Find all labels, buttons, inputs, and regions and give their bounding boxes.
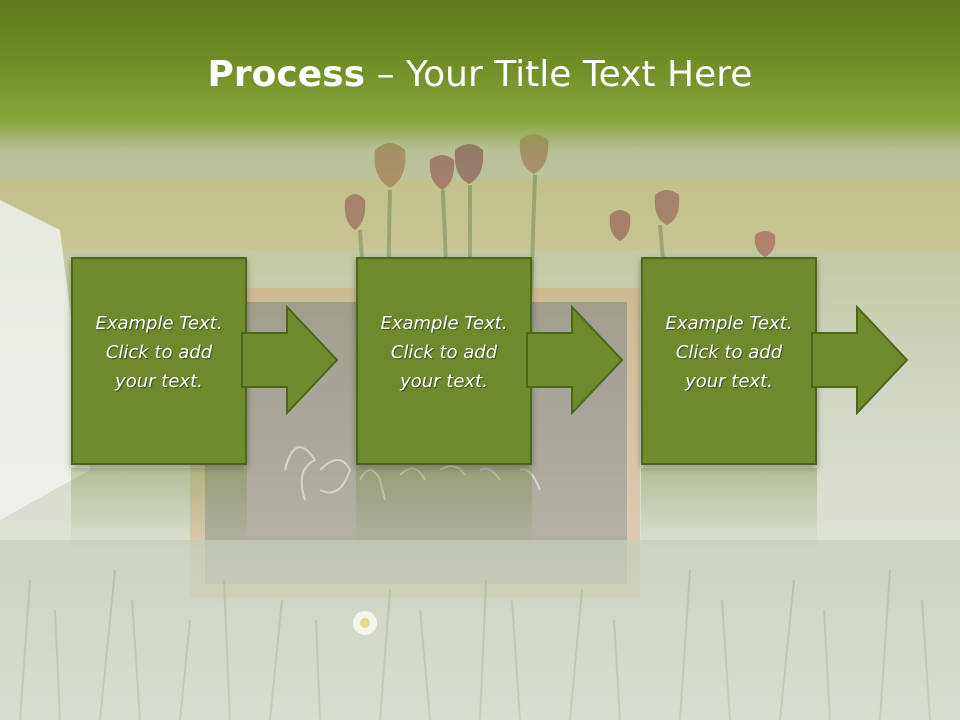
title-bold: Process xyxy=(207,54,366,95)
step-text[interactable]: Example Text. Click to add your text. xyxy=(665,313,793,392)
title-rest: – Your Title Text Here xyxy=(365,54,753,95)
slide-title[interactable]: Process – Your Title Text Here xyxy=(0,52,960,98)
arrow-right-icon xyxy=(811,305,909,415)
step-text[interactable]: Example Text. Click to add your text. xyxy=(95,313,223,392)
arrow-right-icon xyxy=(241,305,339,415)
step-reflection xyxy=(356,468,532,548)
step-box[interactable] xyxy=(641,257,817,465)
step-reflection xyxy=(71,468,247,548)
title-bar xyxy=(0,0,960,150)
step-reflection xyxy=(641,468,817,548)
step-box[interactable] xyxy=(71,257,247,465)
step-text[interactable]: Example Text. Click to add your text. xyxy=(380,313,508,392)
step-box[interactable] xyxy=(356,257,532,465)
arrow-right-icon xyxy=(526,305,624,415)
